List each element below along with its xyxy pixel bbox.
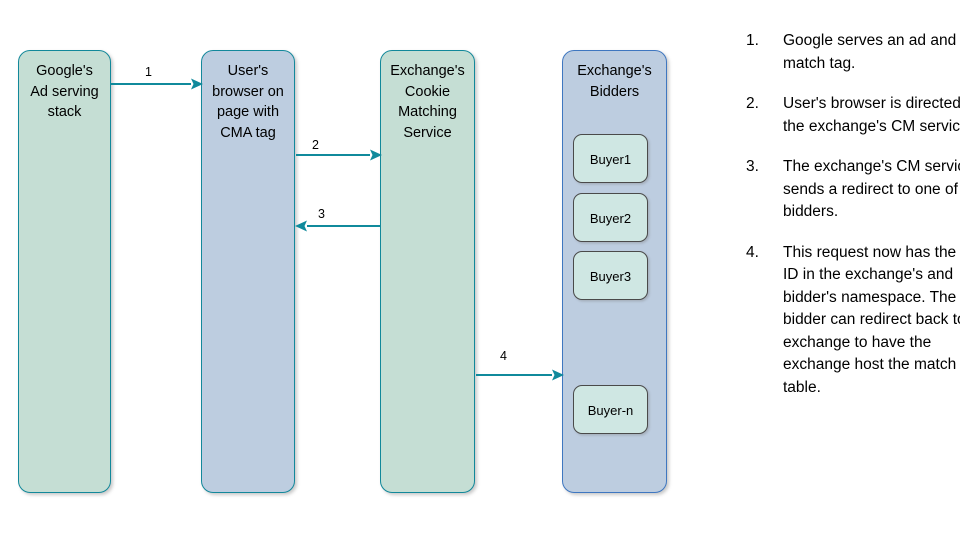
buyer-box-3[interactable]: Buyer3	[573, 251, 648, 300]
list-item: 2. User's browser is directed to the exc…	[746, 93, 960, 138]
node-exchange-cookie-matching-service[interactable]: Exchange's Cookie Matching Service	[380, 50, 475, 493]
step-number: 3.	[746, 158, 759, 175]
arrow-label-4: 4	[500, 349, 507, 363]
arrow-2-browser-to-cms	[296, 149, 382, 161]
buyer-box-2[interactable]: Buyer2	[573, 193, 648, 242]
arrow-4-cms-to-bidders	[476, 369, 564, 381]
node-user-browser[interactable]: User's browser on page with CMA tag	[201, 50, 295, 493]
steps-list: 1. Google serves an ad and a match tag. …	[706, 30, 960, 417]
step-text: The exchange's CM service sends a redire…	[783, 158, 960, 220]
step-number: 4.	[746, 243, 759, 261]
list-item: 1. Google serves an ad and a match tag.	[746, 30, 960, 75]
list-item: 3. The exchange's CM service sends a red…	[746, 156, 960, 224]
buyer-box-1[interactable]: Buyer1	[573, 134, 648, 183]
arrow-label-2: 2	[312, 138, 319, 152]
arrow-label-3: 3	[318, 207, 325, 221]
arrow-1-google-to-browser	[111, 78, 203, 90]
arrow-label-1: 1	[145, 65, 152, 79]
step-text: User's browser is directed to the exchan…	[783, 95, 960, 135]
step-text: This request now has the User ID in the …	[783, 243, 960, 396]
step-number: 2.	[746, 95, 759, 112]
buyer-box-n[interactable]: Buyer-n	[573, 385, 648, 434]
step-number: 1.	[746, 32, 759, 49]
arrow-3-cms-to-browser	[295, 220, 381, 232]
list-item: 4. This request now has the User ID in t…	[746, 242, 960, 400]
step-text: Google serves an ad and a match tag.	[783, 32, 960, 72]
node-google-ad-serving-stack[interactable]: Google's Ad serving stack	[18, 50, 111, 493]
